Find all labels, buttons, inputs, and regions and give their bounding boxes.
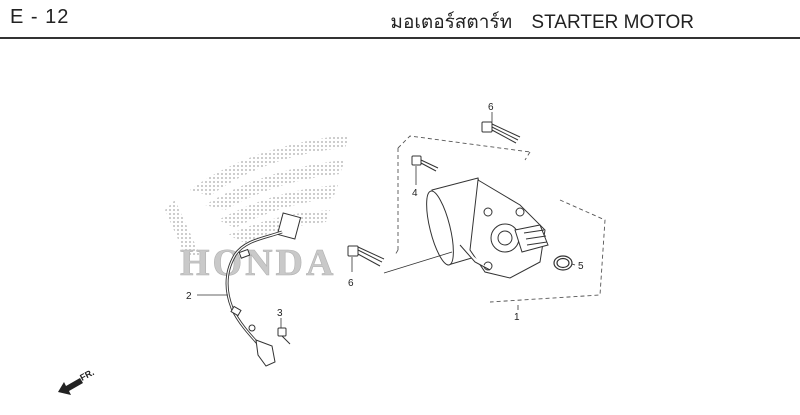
leader-lines xyxy=(197,112,576,328)
bolt-small xyxy=(411,155,439,172)
parts-diagram: HONDA xyxy=(58,102,606,395)
page-code: E - 12 xyxy=(10,6,70,28)
bolt-upper xyxy=(481,121,521,144)
callout-1: 1 xyxy=(514,312,520,323)
callout-2: 2 xyxy=(186,291,192,302)
title-english: STARTER MOTOR xyxy=(531,12,694,33)
callout-4: 4 xyxy=(412,188,418,199)
arrow-front-icon: FR. xyxy=(58,367,96,395)
cable-bolt xyxy=(277,327,291,345)
callout-5: 5 xyxy=(578,261,584,272)
callout-6-lower: 6 xyxy=(348,278,354,289)
bolt-lower xyxy=(347,245,385,267)
assembly-frame xyxy=(394,135,606,303)
o-ring xyxy=(553,255,573,271)
page-title: มอเตอร์สตาร์ท STARTER MOTOR xyxy=(390,7,694,37)
callout-6-upper: 6 xyxy=(488,102,494,113)
starter-cable xyxy=(225,212,302,367)
honda-wing-logo: HONDA xyxy=(165,135,350,284)
header-divider xyxy=(0,37,800,39)
starter-motor xyxy=(426,177,549,279)
title-thai: มอเตอร์สตาร์ท xyxy=(390,12,513,33)
front-direction-label: FR. xyxy=(78,367,95,383)
honda-watermark-text: HONDA xyxy=(180,242,336,284)
callout-3: 3 xyxy=(277,308,283,319)
